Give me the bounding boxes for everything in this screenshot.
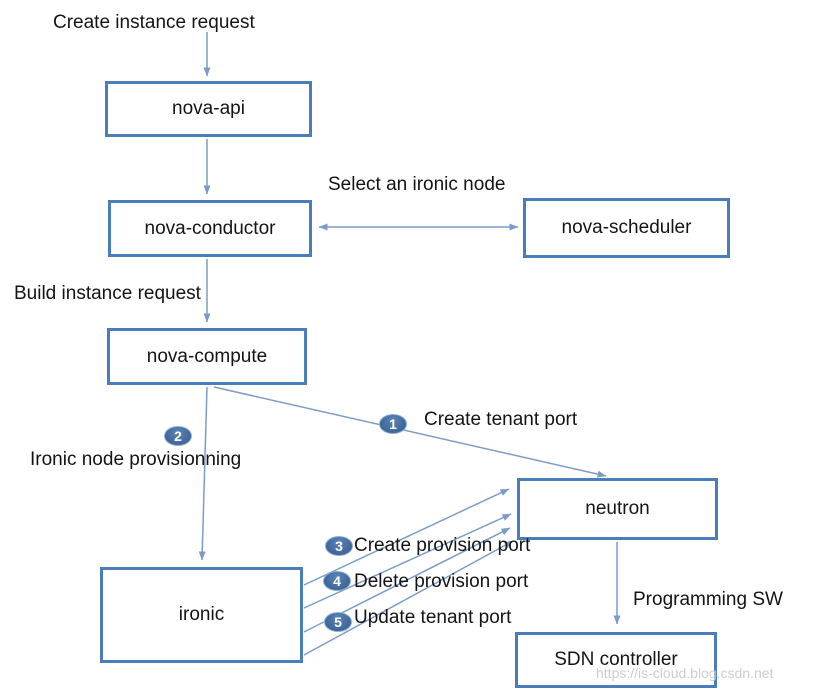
arrow-compute-to-ironic — [198, 386, 208, 561]
step-badge-5: 5 — [324, 612, 352, 632]
label-step3-create-provision-port: Create provision port — [354, 535, 531, 556]
arrow-ironic-to-neutron-2 — [303, 513, 512, 609]
step-badge-3: 3 — [325, 536, 353, 556]
step-badge-2: 2 — [164, 426, 192, 446]
node-nova-api: nova-api — [105, 81, 312, 137]
label-create-instance-request: Create instance request — [53, 12, 255, 33]
node-neutron: neutron — [517, 478, 718, 540]
label-step2-ironic-node-provisionning: Ironic node provisionning — [30, 449, 242, 470]
label-step5-update-tenant-port: Update tenant port — [354, 607, 512, 628]
arrow-ironic-to-neutron-4 — [303, 540, 514, 656]
node-sdn-controller: SDN controller — [515, 632, 717, 688]
label-select-ironic-node: Select an ironic node — [328, 174, 506, 195]
label-build-instance-request: Build instance request — [14, 283, 201, 304]
label-step1-create-tenant-port: Create tenant port — [424, 409, 578, 430]
csdn-watermark: https://is-cloud.blog.csdn.net — [596, 665, 774, 681]
node-nova-scheduler: nova-scheduler — [523, 198, 730, 258]
step-badge-4: 4 — [323, 571, 351, 591]
label-programming-sw: Programming SW — [633, 589, 783, 610]
node-nova-conductor: nova-conductor — [108, 200, 312, 257]
arrow-compute-to-neutron — [213, 386, 607, 478]
label-step4-delete-provision-port: Delete provision port — [354, 571, 529, 592]
node-ironic: ironic — [100, 567, 303, 663]
arrow-ironic-to-neutron-1 — [303, 488, 510, 586]
node-nova-compute: nova-compute — [107, 328, 307, 385]
step-badge-1: 1 — [379, 414, 407, 434]
